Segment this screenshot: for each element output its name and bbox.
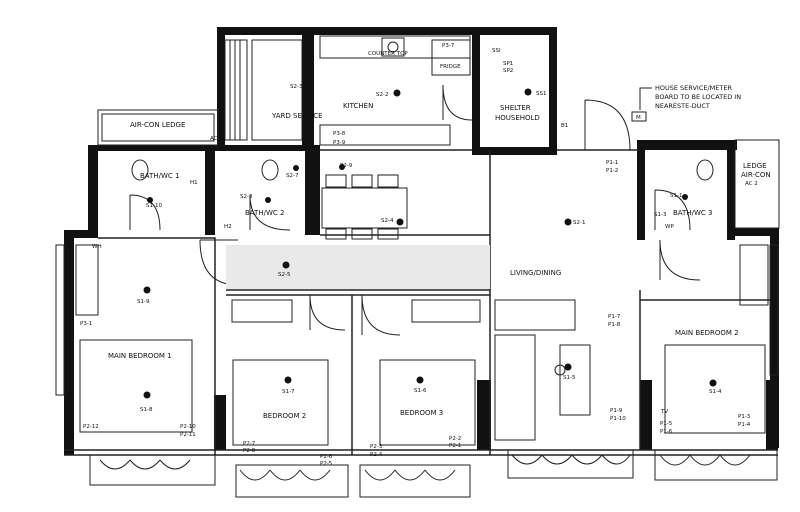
label-bed3: BEDROOM 3 [400,409,443,417]
tag-sp2: SP2 [503,68,513,74]
tag-p1-2: P1-2 [606,168,618,174]
tag-p2-8: P2-8 [243,448,256,454]
doors [129,84,701,336]
label-main-bed2: MAIN BEDROOM 2 [675,329,739,337]
label-bath2: BATH/WC 2 [245,209,284,217]
tag-ssi: SSI [492,48,501,54]
note-line-1: HOUSE SERVICE/METER [655,84,732,92]
tag-s1-10: S1-10 [146,203,162,209]
tag-p1-8: P1-8 [608,322,621,328]
tag-s1-5: S1-5 [563,375,576,381]
label-counter-top: COUNTER TOP [368,51,408,57]
tag-p2-4: P2-4 [370,452,383,458]
tag-s1-1: S1-1 [670,193,682,199]
tag-p1-3: P1-3 [738,414,751,420]
label-main-bed1: MAIN BEDROOM 1 [108,352,172,360]
meter-note: HOUSE SERVICE/METER BOARD TO BE LOCATED … [631,84,741,122]
tag-s2-4: S2-4 [381,218,394,224]
tag-s1-3: S1-3 [654,212,667,218]
label-aircon-ledge: AIR-CON LEDGE [130,121,185,129]
tag-p2-12: P2-12 [83,424,99,430]
room-labels: KITCHEN YARD SERVICE SHELTER HOUSEHOLD A… [108,51,771,420]
tag-h2: H2 [224,224,232,230]
tag-p2-11: P2-11 [180,432,196,438]
label-living: LIVING/DINING [510,269,561,277]
label-kitchen: KITCHEN [343,102,373,110]
tag-p2-10: P2-10 [180,424,196,430]
tag-s2-1: S2-1 [573,220,585,226]
tag-b1: B1 [561,123,568,129]
label-ledge-right: LEDGE [743,162,767,170]
tag-p3-1: P3-1 [80,321,92,327]
windows [55,244,779,498]
tag-p1-9: P1-9 [610,408,623,414]
tag-p2-3: P2-3 [370,444,383,450]
tag-sp1: SP1 [503,61,513,67]
structural-walls [64,27,779,455]
tag-s1-6: S1-6 [414,388,427,394]
tag-s1-8: S1-8 [140,407,153,413]
tag-s2-7: S2-7 [286,173,299,179]
tag-ss1: SS1 [536,91,546,97]
tag-p1-6: P1-6 [660,429,673,435]
note-line-2: BOARD TO BE LOCATED IN [655,93,741,101]
label-yard-service: YARD SERVICE [271,112,323,120]
furniture [75,35,769,446]
tag-p2-1: P2-1 [449,443,461,449]
tag-h1: H1 [190,180,198,186]
tag-s2-2: S2-2 [376,92,388,98]
tag-p3-8: P3-8 [333,131,346,137]
tag-p2-9: P2-9 [340,163,353,169]
tag-s2-8: S2-8 [240,194,253,200]
label-bed2: BEDROOM 2 [263,412,306,420]
tag-p1-5: P1-5 [660,421,673,427]
tag-p2-6: P2-6 [320,454,333,460]
label-shelter: SHELTER [500,104,531,112]
partitions [64,39,780,456]
tag-ac1: AC 1 [210,136,223,142]
tag-tv: TV [660,409,668,415]
label-bath1: BATH/WC 1 [140,172,179,180]
label-bath3: BATH/WC 3 [673,209,712,217]
tag-wh: WH [92,244,102,250]
label-fridge: FRIDGE [440,64,461,70]
tag-wp: WP [665,224,674,230]
label-aircon-right: AIR-CON [741,171,771,179]
point-markers [143,88,717,399]
tag-s1-9: S1-9 [137,299,150,305]
tag-ac2: AC 2 [745,181,758,187]
svg-text:M: M [636,115,641,121]
tag-p2-7: P2-7 [243,441,256,447]
tag-p1-1: P1-1 [606,160,618,166]
label-household: HOUSEHOLD [495,114,540,122]
tag-p1-10: P1-10 [610,416,626,422]
tag-s2-5: S2-5 [278,272,291,278]
tag-p3-7: P3-7 [442,43,455,49]
tag-p2-2: P2-2 [449,436,461,442]
note-line-3: NEARESTE-DUCT [655,102,710,110]
tag-p2-5: P2-5 [320,461,333,467]
tag-p1-7: P1-7 [608,314,621,320]
tag-p3-9: P3-9 [333,140,346,146]
tag-p1-4: P1-4 [738,422,751,428]
tag-s1-7: S1-7 [282,389,295,395]
tag-s1-4: S1-4 [709,389,722,395]
tag-s2-3: S2-3 [290,84,303,90]
circuit-tags: S2-3 S2-2 P3-7 SSI SP1 SP2 SS1 AC 1 AC 2… [80,43,758,467]
